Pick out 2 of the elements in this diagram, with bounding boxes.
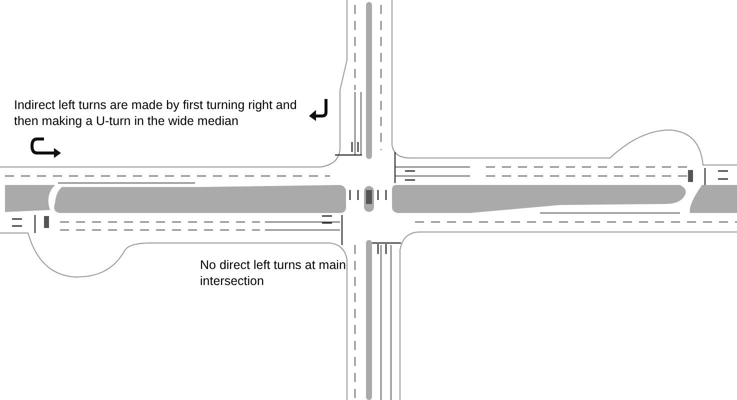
note-text: No direct left turns at main intersection (200, 257, 347, 289)
note-text: Indirect left turns are made by first turning right and then making a U-turn in the wide median (14, 97, 298, 129)
